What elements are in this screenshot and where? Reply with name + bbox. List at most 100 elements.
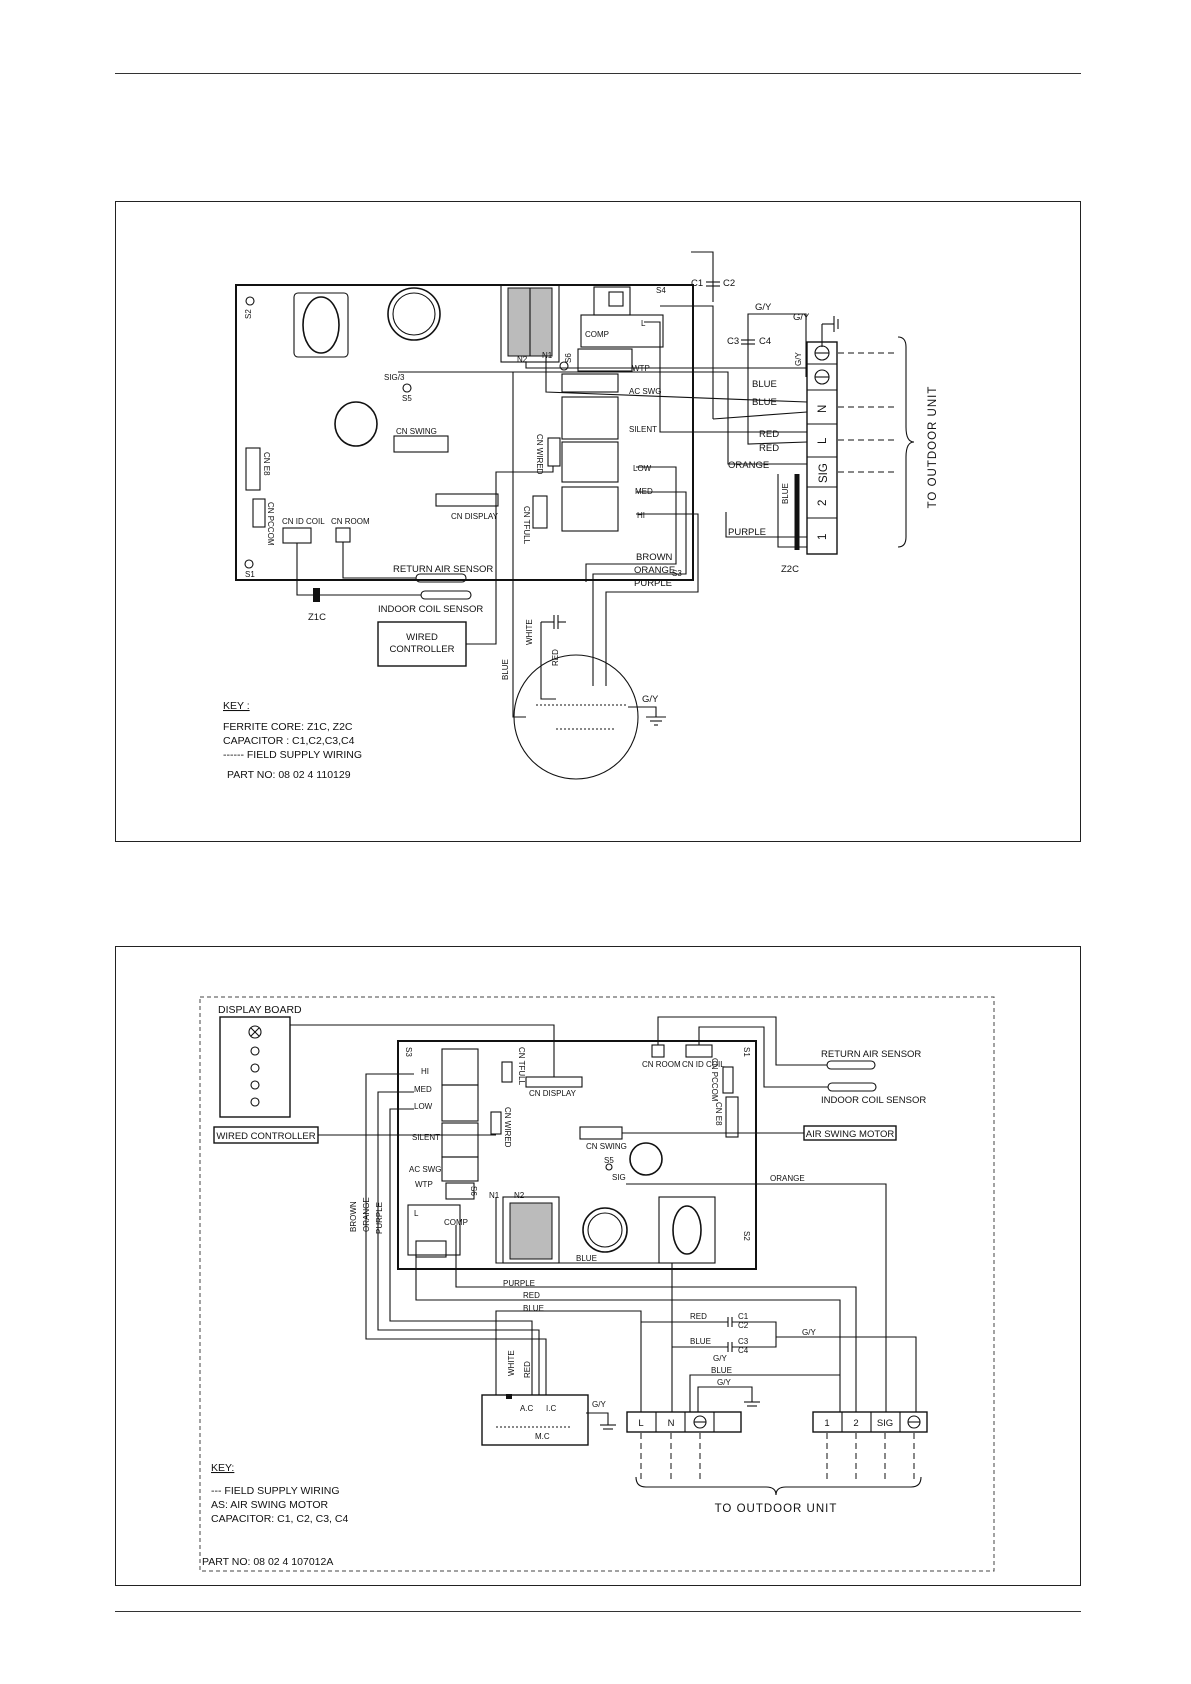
pcb-board <box>235 284 694 581</box>
terminal-1: 1 <box>817 534 829 540</box>
label-red-2: RED <box>759 443 779 454</box>
key-title-1: KEY : <box>223 700 250 712</box>
label-wired-controller-2: WIRED CONTROLLER <box>216 1131 315 1142</box>
key-line2-1: CAPACITOR : C1,C2,C3,C4 <box>223 735 355 747</box>
label-s4: S4 <box>656 286 666 295</box>
d2-label-red-2: RED <box>523 1291 540 1300</box>
d2-label-c2: C2 <box>738 1321 749 1330</box>
display-board <box>219 1016 291 1118</box>
label-cn-room: CN ROOM <box>331 517 370 526</box>
label-blue-motor: BLUE <box>501 659 510 680</box>
d2-label-med: MED <box>414 1085 432 1094</box>
fan-motor <box>513 654 639 780</box>
d2-label-orange: ORANGE <box>770 1174 805 1183</box>
label-return-air-sensor-1: RETURN AIR SENSOR <box>393 564 493 575</box>
terminal-block <box>806 341 838 555</box>
terminal-l: L <box>817 437 829 444</box>
label-s6: S6 <box>564 353 573 363</box>
label-c4: C4 <box>759 336 771 347</box>
label-c1: C1 <box>691 278 703 289</box>
label-gy-cap: G/Y <box>755 302 772 313</box>
d2-label-hi: HI <box>421 1067 429 1076</box>
d2-label-low: LOW <box>414 1102 433 1111</box>
label-brown: BROWN <box>636 552 673 563</box>
d2-label-s6: S6 <box>469 1186 478 1196</box>
d2-terminal-2: 2 <box>853 1418 858 1429</box>
label-cn-swing: CN SWING <box>396 427 437 436</box>
d2-label-cn-swing: CN SWING <box>586 1142 627 1151</box>
d2-label-gy-motor: G/Y <box>592 1400 606 1409</box>
d2-label-blue-2: BLUE <box>523 1304 544 1313</box>
label-hi: HI <box>637 511 645 520</box>
label-sig3: SIG/3 <box>384 373 405 382</box>
label-s1: S1 <box>245 570 255 579</box>
label-red-1: RED <box>759 429 779 440</box>
d2-label-gy-cap: G/Y <box>802 1328 816 1337</box>
label-cn-wired: CN WIRED <box>535 434 544 475</box>
d2-label-c3: C3 <box>738 1337 749 1346</box>
wiring-diagram-2: DISPLAY BOARD WIRED CONTROLLER S3 S1 S2 … <box>115 946 1081 1586</box>
top-rule <box>115 73 1081 74</box>
d2-label-comp: COMP <box>444 1218 468 1227</box>
label-cn-e8: CN E8 <box>262 452 271 476</box>
label-comp: COMP <box>585 330 609 339</box>
d2-label-purple-2: PURPLE <box>503 1279 535 1288</box>
d2-label-purple-v: PURPLE <box>375 1202 384 1234</box>
label-cn-pccom: CN PCCOM <box>266 502 275 546</box>
label-blue-1: BLUE <box>752 379 777 390</box>
d2-label-s5: S5 <box>604 1156 614 1165</box>
wiring-diagram-1: S2 S1 S4 COMP L N2 N1 S6 WTP AC SWG SILE… <box>115 201 1081 842</box>
wired-controller-box <box>377 621 467 667</box>
d2-label-cn-id-coil: CN ID COIL <box>682 1060 725 1069</box>
bottom-rule <box>115 1611 1081 1612</box>
label-silent: SILENT <box>629 425 657 434</box>
d2-label-s1: S1 <box>742 1047 751 1057</box>
label-wired-2: CONTROLLER <box>390 644 455 655</box>
d2-label-gy-2: G/Y <box>713 1354 727 1363</box>
d2-label-cn-display: CN DISPLAY <box>529 1089 577 1098</box>
d2-label-s2: S2 <box>742 1231 751 1241</box>
d2-label-red-cap: RED <box>690 1312 707 1321</box>
d2-label-ac-swg: AC SWG <box>409 1165 441 1174</box>
d2-label-air-swing-motor: AIR SWING MOTOR <box>806 1129 895 1140</box>
label-to-outdoor-unit-2: TO OUTDOOR UNIT <box>715 1503 838 1515</box>
d2-terminal-sig: SIG <box>877 1418 893 1429</box>
d2-label-red-motor: RED <box>523 1361 532 1378</box>
d2-terminal-l: L <box>638 1418 643 1429</box>
label-n1: N1 <box>542 351 553 360</box>
d2-label-n2: N2 <box>514 1191 525 1200</box>
d2-label-ic: I.C <box>546 1404 556 1413</box>
d2-label-cn-room: CN ROOM <box>642 1060 681 1069</box>
label-blue-vert: BLUE <box>781 483 790 504</box>
d2-label-white: WHITE <box>507 1350 516 1376</box>
d2-label-c4: C4 <box>738 1346 749 1355</box>
label-z1c: Z1C <box>308 612 326 623</box>
d2-label-cn-e8: CN E8 <box>714 1102 723 1126</box>
d2-label-brown: BROWN <box>349 1201 358 1232</box>
key-line1-2: --- FIELD SUPPLY WIRING <box>211 1485 340 1497</box>
d2-label-return-air-sensor: RETURN AIR SENSOR <box>821 1049 921 1060</box>
pcb-board-2 <box>397 1040 757 1270</box>
label-ac-swg: AC SWG <box>629 387 661 396</box>
terminal-sig: SIG <box>818 463 830 483</box>
d2-label-s3: S3 <box>404 1047 413 1057</box>
key-title-2: KEY: <box>211 1462 234 1474</box>
key-line3-1: ------ FIELD SUPPLY WIRING <box>223 749 362 761</box>
d2-label-c1: C1 <box>738 1312 749 1321</box>
label-cn-tfull: CN TFULL <box>522 506 531 545</box>
label-s5: S5 <box>402 394 412 403</box>
label-to-outdoor-unit-1: TO OUTDOOR UNIT <box>927 386 939 509</box>
d2-label-l: L <box>414 1209 419 1218</box>
label-cn-display: CN DISPLAY <box>451 512 499 521</box>
d2-label-mc: M.C <box>535 1432 550 1441</box>
d2-label-orange-v: ORANGE <box>362 1197 371 1232</box>
terminal-2: 2 <box>817 500 829 506</box>
label-c3: C3 <box>727 336 739 347</box>
key-line2-2: AS: AIR SWING MOTOR <box>211 1499 328 1511</box>
label-orange-1: ORANGE <box>728 460 769 471</box>
label-purple-2: PURPLE <box>634 578 672 589</box>
d2-label-cn-pccom: CN PCCOM <box>710 1058 719 1102</box>
label-z2c: Z2C <box>781 564 799 575</box>
label-l: L <box>641 319 646 328</box>
terminal-n: N <box>817 405 829 413</box>
